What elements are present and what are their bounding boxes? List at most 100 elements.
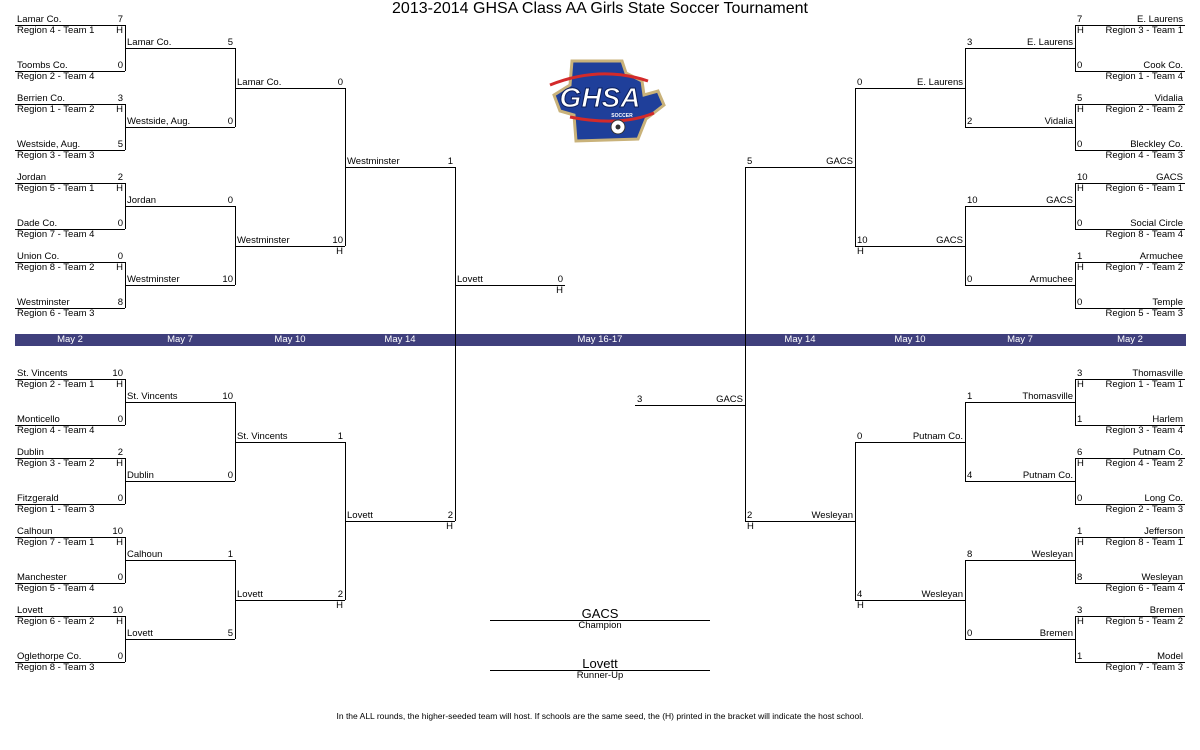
team-region: Region 3 - Team 2 <box>17 458 95 469</box>
team-region: Region 5 - Team 1 <box>17 183 95 194</box>
team-name: Jefferson <box>1144 526 1183 537</box>
team-region: Region 6 - Team 4 <box>1105 583 1183 594</box>
bracket-slot-line <box>965 402 1075 403</box>
team-name: Lamar Co. <box>17 14 62 25</box>
host-marker: H <box>556 285 563 296</box>
bracket-slot-line <box>1075 425 1185 426</box>
team-score: 1 <box>447 156 453 167</box>
bracket-slot-line <box>1075 229 1185 230</box>
host-marker: H <box>857 600 864 611</box>
team-name: Thomasville <box>1132 368 1183 379</box>
team-name: Bremen <box>1039 628 1073 639</box>
host-marker: H <box>1077 616 1084 627</box>
team-score: 0 <box>557 274 563 285</box>
champion-line <box>490 620 710 621</box>
team-score: 3 <box>967 37 973 48</box>
round-date-label: May 7 <box>167 334 193 345</box>
champion-label: Champion <box>578 620 622 631</box>
team-score: 2 <box>337 589 343 600</box>
bracket-slot-line <box>635 405 745 406</box>
bracket-connector <box>745 167 746 521</box>
team-name: Berrien Co. <box>17 93 66 104</box>
team-score: 0 <box>227 116 233 127</box>
host-marker: H <box>1077 262 1084 273</box>
bracket-connector <box>1075 25 1076 71</box>
team-score: 0 <box>1077 218 1083 229</box>
team-name: Vidalia <box>1154 93 1183 104</box>
bracket-slot-line <box>15 262 125 263</box>
bracket-connector <box>1075 183 1076 229</box>
bracket-connector <box>235 48 236 127</box>
team-name: Social Circle <box>1130 218 1183 229</box>
team-region: Region 7 - Team 4 <box>17 229 95 240</box>
team-name: GACS <box>716 394 743 405</box>
page-title: 2013-2014 GHSA Class AA Girls State Socc… <box>392 0 808 17</box>
host-marker: H <box>1077 104 1084 115</box>
bracket-slot-line <box>15 104 125 105</box>
team-score: 2 <box>447 510 453 521</box>
team-score: 3 <box>637 394 643 405</box>
team-name: GACS <box>936 235 963 246</box>
team-region: Region 4 - Team 3 <box>1105 150 1183 161</box>
bracket-slot-line <box>345 521 455 522</box>
bracket-connector <box>1075 379 1076 425</box>
team-score: 5 <box>747 156 753 167</box>
team-name: Toombs Co. <box>17 60 68 71</box>
team-score: 0 <box>1077 493 1083 504</box>
bracket-slot-line <box>965 48 1075 49</box>
host-marker: H <box>446 521 453 532</box>
team-score: 0 <box>967 274 973 285</box>
team-name: GACS <box>826 156 853 167</box>
bracket-slot-line <box>125 402 235 403</box>
team-name: Lovett <box>237 589 263 600</box>
round-date-label: May 7 <box>1007 334 1033 345</box>
bracket-slot-line <box>855 600 965 601</box>
host-marker: H <box>116 379 123 390</box>
team-name: St. Vincents <box>237 431 288 442</box>
team-name: Westminster <box>127 274 180 285</box>
bracket-slot-line <box>15 150 125 151</box>
team-score: 1 <box>1077 651 1083 662</box>
bracket-slot-line <box>15 616 125 617</box>
round-date-label: May 10 <box>894 334 926 345</box>
team-score: 0 <box>117 493 123 504</box>
bracket-slot-line <box>855 442 965 443</box>
team-name: Lovett <box>457 274 483 285</box>
round-date-label: May 14 <box>384 334 416 345</box>
team-score: 7 <box>1077 14 1083 25</box>
team-score: 0 <box>227 470 233 481</box>
team-score: 10 <box>967 195 978 206</box>
team-name: Oglethorpe Co. <box>17 651 82 662</box>
team-name: GACS <box>1046 195 1073 206</box>
team-region: Region 7 - Team 3 <box>1105 662 1183 673</box>
team-score: 10 <box>222 391 233 402</box>
team-region: Region 7 - Team 2 <box>1105 262 1183 273</box>
team-name: Model <box>1157 651 1183 662</box>
team-name: Jordan <box>127 195 157 206</box>
team-name: E. Laurens <box>1137 14 1183 25</box>
bracket-slot-line <box>125 639 235 640</box>
team-region: Region 3 - Team 3 <box>17 150 95 161</box>
bracket-connector <box>965 48 966 127</box>
team-name: Union Co. <box>17 251 60 262</box>
team-score: 0 <box>1077 139 1083 150</box>
team-name: Dublin <box>17 447 44 458</box>
bracket-slot-line <box>965 285 1075 286</box>
host-marker: H <box>1077 379 1084 390</box>
round-date-label: May 2 <box>57 334 83 345</box>
team-name: Lamar Co. <box>237 77 282 88</box>
team-score: 1 <box>337 431 343 442</box>
team-score: 4 <box>857 589 863 600</box>
team-name: Putnam Co. <box>1022 470 1073 481</box>
host-marker: H <box>336 246 343 257</box>
team-score: 0 <box>857 77 863 88</box>
team-score: 0 <box>117 572 123 583</box>
bracket-slot-line <box>965 639 1075 640</box>
round-date-label: May 10 <box>274 334 306 345</box>
bracket-slot-line <box>1075 71 1185 72</box>
team-name: Cook Co. <box>1143 60 1183 71</box>
team-name: Wesleyan <box>1031 549 1073 560</box>
bracket-slot-line <box>15 229 125 230</box>
team-name: E. Laurens <box>917 77 963 88</box>
team-region: Region 1 - Team 4 <box>1105 71 1183 82</box>
